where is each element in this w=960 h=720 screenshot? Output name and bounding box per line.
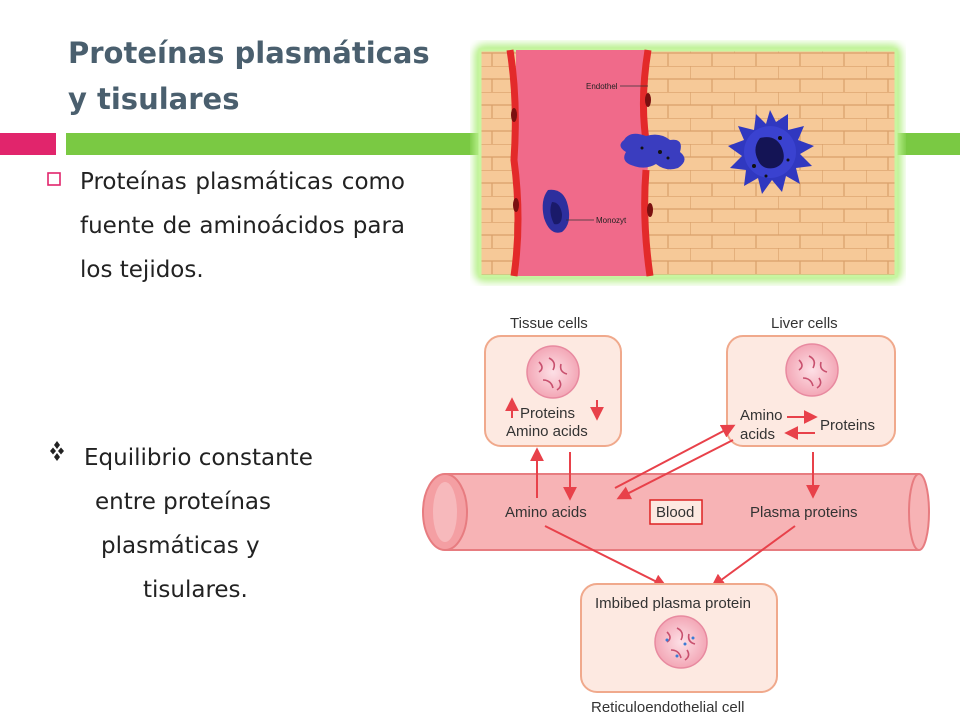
diamond-bullet-icon (50, 441, 64, 461)
reticulo-nucleus (654, 615, 708, 669)
reticulo-label: Reticuloendothelial cell (591, 699, 744, 716)
liver-proteins-label: Proteins (820, 417, 875, 434)
bullet2-line-4: tisulares. (143, 577, 248, 603)
blood-label: Blood (656, 504, 694, 521)
bullet2-line-1: Equilibrio constante (84, 445, 313, 471)
endothelium-left (506, 49, 522, 277)
endothel-label: Endothel (586, 82, 618, 91)
imbibed-label: Imbibed plasma protein (595, 595, 751, 612)
bullet2-line-2: entre proteínas (95, 489, 271, 515)
blood-label-box (649, 499, 703, 525)
bullet-text-2: Equilibrio constante entre proteínas pla… (80, 436, 380, 612)
blood-plasma-label: Plasma proteins (750, 504, 858, 521)
migrating-monocyte (620, 133, 685, 170)
square-bullet-icon (47, 172, 61, 186)
liver-cells-label: Liver cells (771, 315, 838, 332)
liver-cell-nucleus (785, 343, 839, 397)
blood-amino-label: Amino acids (505, 504, 587, 521)
liver-amino-label-2: acids (740, 426, 775, 443)
title-line-2: y tisulares (68, 82, 240, 116)
tissue-cell-nucleus (526, 345, 580, 399)
monocyte-in-vessel (542, 189, 570, 233)
endothelium-right (639, 49, 654, 277)
accent-bar-pink (0, 133, 56, 155)
tissue-amino-label: Amino acids (506, 423, 588, 440)
title-line-1: Proteínas plasmáticas (68, 36, 430, 70)
bullet-text-1: Proteínas plasmáticas como fuente de ami… (80, 169, 405, 283)
monozyt-label: Monozyt (596, 216, 627, 225)
macrophage (728, 110, 814, 194)
tissue-cells-label: Tissue cells (510, 315, 588, 332)
slide-title: Proteínas plasmáticas y tisulares (68, 30, 468, 122)
tissue-proteins-label: Proteins (520, 405, 575, 422)
bullet2-line-3: plasmáticas y (101, 533, 260, 559)
monocyte-migration-illustration: Endothel Monozyt (474, 44, 902, 282)
protein-exchange-diagram: Tissue cells Proteins Amino acids Liver … (422, 315, 930, 716)
liver-amino-label-1: Amino (740, 407, 783, 424)
